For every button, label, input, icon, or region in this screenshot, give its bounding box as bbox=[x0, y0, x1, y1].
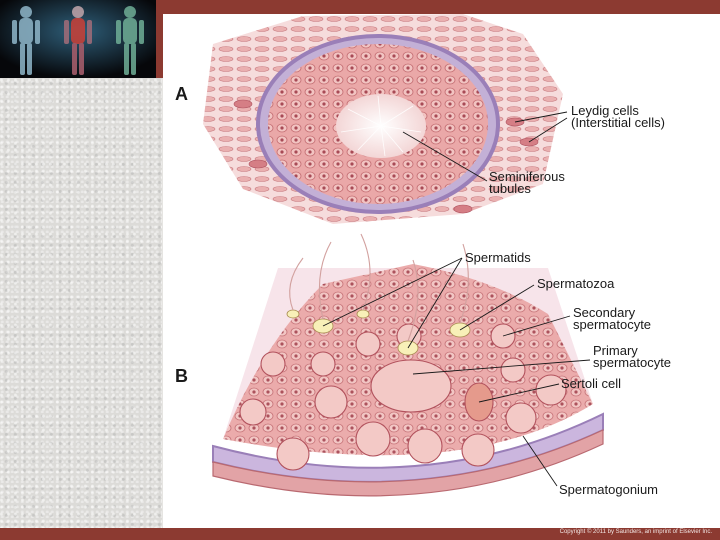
histology-figure: A B Leydig cells (Interstitial cells) Se… bbox=[163, 14, 720, 528]
left-texture-panel bbox=[0, 78, 162, 528]
seminiferous-epithelium-section bbox=[212, 233, 604, 497]
panel-a-leader-lines bbox=[402, 111, 568, 182]
label-primary-spermatocyte: spermatocyte bbox=[593, 355, 672, 370]
label-secondary: Secondary bbox=[573, 305, 636, 320]
label-spermatozoa: Spermatozoa bbox=[537, 276, 615, 291]
testis-illustration bbox=[203, 14, 604, 497]
footer-bar bbox=[0, 528, 720, 540]
panel-b-leader-lines bbox=[322, 257, 591, 487]
copyright-notice: Copyright © 2011 by Saunders, an imprint… bbox=[559, 529, 712, 535]
label-sertoli-cell: Sertoli cell bbox=[561, 376, 621, 391]
panel-a-letter: A bbox=[175, 84, 188, 104]
label-primary: Primary bbox=[593, 343, 638, 358]
label-spermatogonium: Spermatogonium bbox=[559, 482, 658, 497]
tubule-cross-section bbox=[203, 14, 563, 224]
panel-b-letter: B bbox=[175, 366, 188, 386]
label-secondary-spermatocyte: spermatocyte bbox=[573, 317, 652, 332]
label-spermatids: Spermatids bbox=[465, 250, 531, 265]
label-tubules: tubules bbox=[489, 181, 531, 196]
label-leydig-cells: Leydig cells bbox=[571, 103, 639, 118]
label-seminiferous: Seminiferous bbox=[489, 169, 565, 184]
label-interstitial-cells: (Interstitial cells) bbox=[571, 115, 665, 130]
anatomy-thumbnail-image bbox=[0, 0, 156, 78]
